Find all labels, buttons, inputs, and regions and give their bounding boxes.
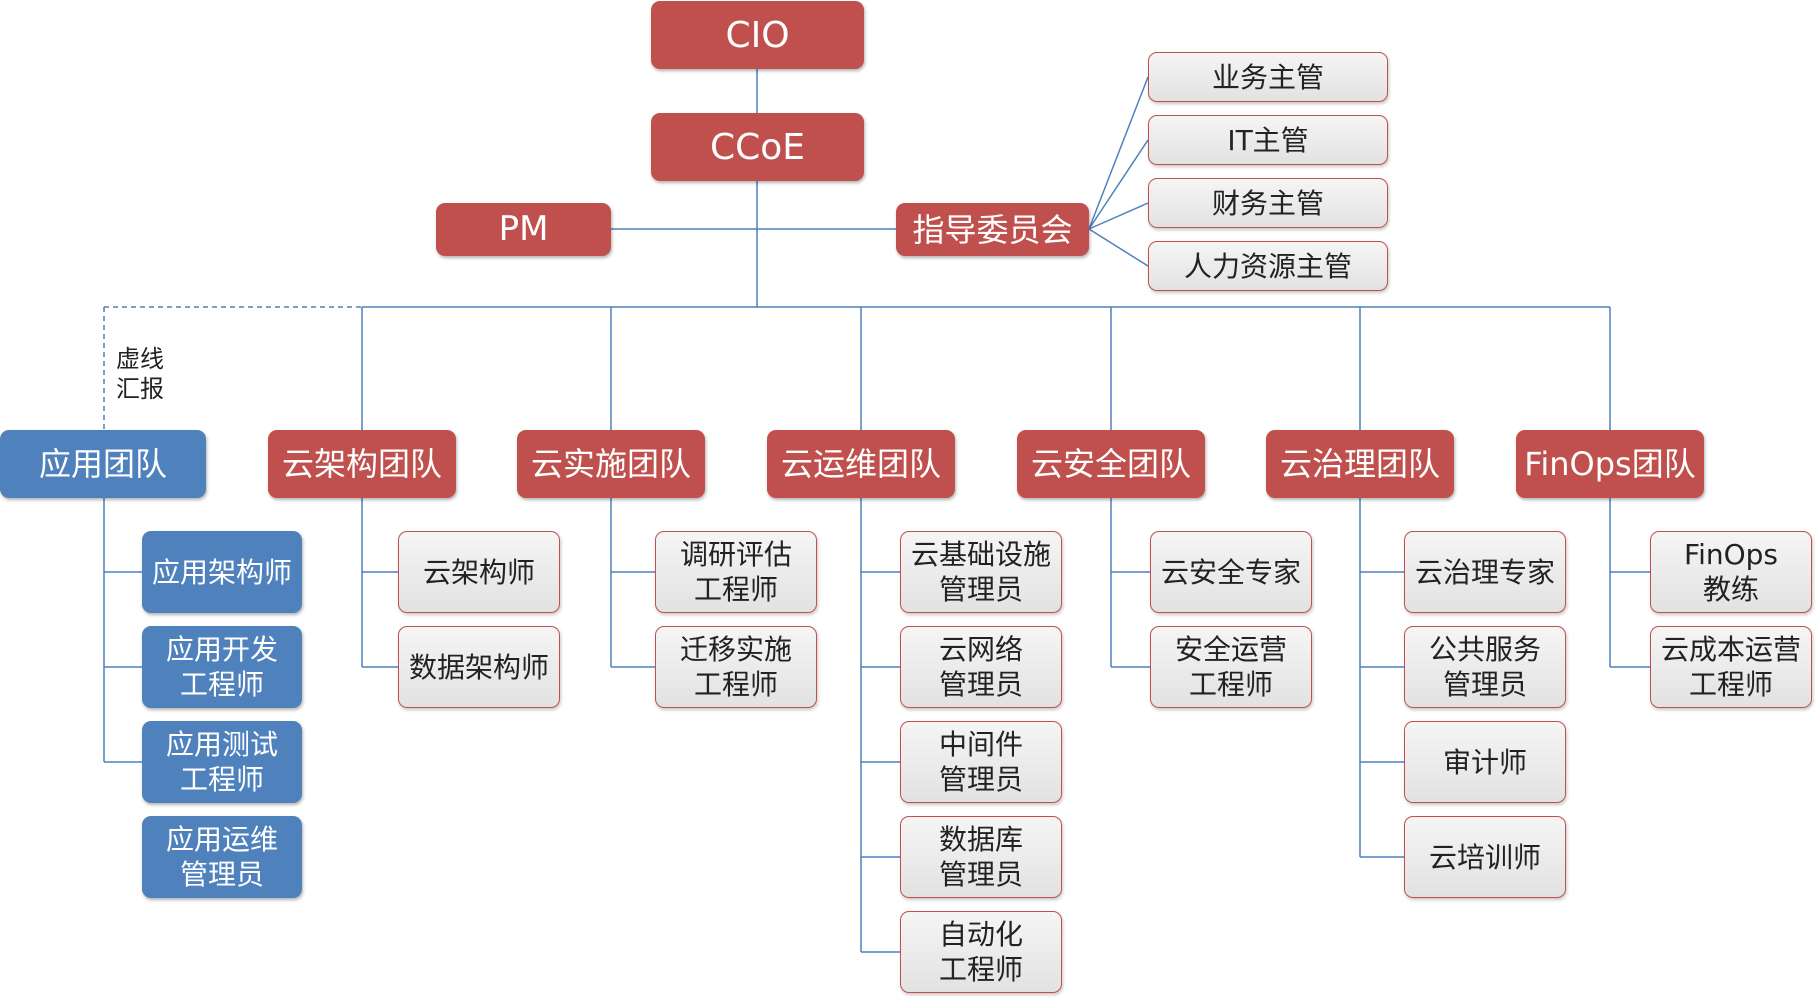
committee-member-connector [1088, 228, 1149, 267]
role-box: 云网络 管理员 [900, 626, 1062, 708]
role-box: 中间件 管理员 [900, 721, 1062, 803]
role-box: 数据架构师 [398, 626, 560, 708]
team-finops: FinOps团队 [1516, 430, 1704, 498]
role-box: 云治理专家 [1404, 531, 1566, 613]
dashed-report-note: 虚线 汇报 [116, 345, 164, 403]
role-box: 调研评估 工程师 [655, 531, 817, 613]
role-box: 应用开发 工程师 [142, 626, 302, 708]
role-box: 云架构师 [398, 531, 560, 613]
role-box: 应用运维 管理员 [142, 816, 302, 898]
committee-member-connector [1088, 76, 1149, 230]
role-box: 应用架构师 [142, 531, 302, 613]
committee-member-connector [1088, 139, 1149, 230]
committee-member: 人力资源主管 [1148, 241, 1388, 291]
role-box: 数据库 管理员 [900, 816, 1062, 898]
role-box: 云基础设施 管理员 [900, 531, 1062, 613]
steering-committee-node: 指导委员会 [896, 203, 1089, 256]
role-box: 云培训师 [1404, 816, 1566, 898]
role-box: 云安全专家 [1150, 531, 1312, 613]
committee-member: 财务主管 [1148, 178, 1388, 228]
committee-member-connector [1088, 202, 1149, 230]
team-cloud-security: 云安全团队 [1017, 430, 1205, 498]
role-box: 安全运营 工程师 [1150, 626, 1312, 708]
role-box: 应用测试 工程师 [142, 721, 302, 803]
committee-member: 业务主管 [1148, 52, 1388, 102]
role-box: 云成本运营 工程师 [1650, 626, 1812, 708]
ccoe-node: CCoE [651, 113, 864, 181]
role-box: 自动化 工程师 [900, 911, 1062, 993]
team-application: 应用团队 [0, 430, 206, 498]
team-cloud-operations: 云运维团队 [767, 430, 955, 498]
pm-node: PM [436, 203, 611, 256]
team-cloud-implementation: 云实施团队 [517, 430, 705, 498]
team-cloud-governance: 云治理团队 [1266, 430, 1454, 498]
role-box: 审计师 [1404, 721, 1566, 803]
committee-member: IT主管 [1148, 115, 1388, 165]
cio-node: CIO [651, 1, 864, 69]
team-cloud-architecture: 云架构团队 [268, 430, 456, 498]
role-box: 迁移实施 工程师 [655, 626, 817, 708]
role-box: FinOps 教练 [1650, 531, 1812, 613]
role-box: 公共服务 管理员 [1404, 626, 1566, 708]
